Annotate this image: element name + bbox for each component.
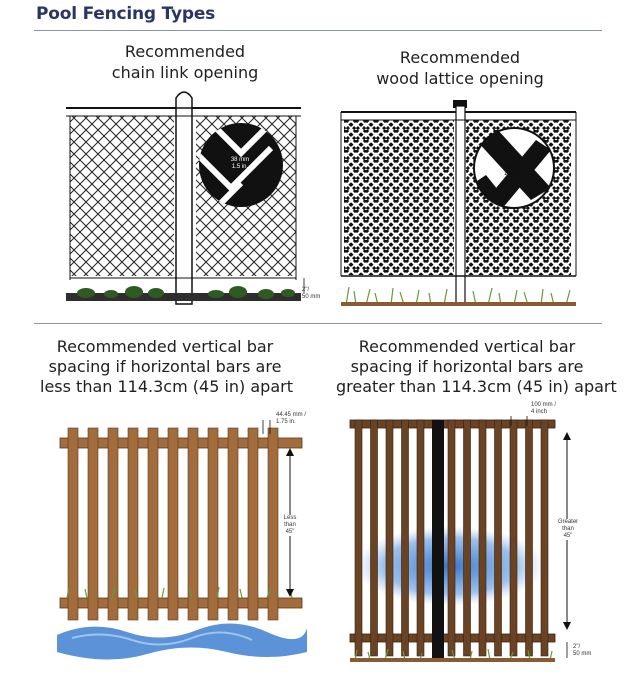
top-rail	[59, 437, 303, 449]
opening-magnifier	[199, 123, 283, 207]
vertical-greater-spacing-label: 100 mm / 4 inch	[531, 402, 557, 415]
grass	[345, 286, 571, 306]
vertical-bar-greater-illustration	[349, 416, 571, 662]
fence-picket	[147, 427, 159, 621]
ground	[66, 293, 301, 301]
vertical-pickets	[67, 427, 279, 621]
fence-picket	[187, 427, 199, 621]
fence-post	[432, 420, 444, 660]
fence-picket	[525, 419, 533, 657]
fence-picket	[354, 419, 363, 657]
grass	[354, 648, 553, 661]
page-title: Pool Fencing Types	[36, 4, 216, 24]
fence-picket	[227, 427, 239, 621]
wood-lattice-fence-illustration	[340, 100, 577, 306]
water-waves	[57, 623, 307, 660]
shrubs	[77, 286, 295, 299]
fence-picket	[447, 419, 456, 657]
post-cap	[175, 91, 193, 108]
chain-link-opening-label: 38 mm 1.5 in.	[230, 157, 250, 170]
fence-post	[175, 107, 193, 305]
fence-picket	[540, 419, 549, 657]
vertical-less-caption: Recommended vertical bar spacing if hori…	[40, 337, 293, 396]
fence-picket	[167, 427, 179, 621]
vertical-greater-height-label: Greater than 45"	[555, 519, 581, 540]
vertical-less-spacing-label: 44.45 mm / 1.75 in.	[276, 412, 307, 425]
fence-picket	[370, 419, 378, 657]
chain-link-gap-label: 2"/ 50 mm	[302, 287, 321, 300]
fence-picket	[385, 419, 394, 657]
row-divider	[34, 323, 602, 324]
lattice-left	[344, 120, 454, 275]
fence-picket	[494, 419, 502, 657]
fence-picket	[401, 419, 409, 657]
fence-picket	[463, 419, 471, 657]
chain-link-mesh-left	[70, 116, 174, 276]
vertical-greater-caption: Recommended vertical bar spacing if hori…	[336, 337, 617, 396]
chain-link-fence-illustration	[66, 91, 305, 305]
bottom-rail	[59, 597, 303, 609]
vertical-bar-less-illustration	[57, 420, 307, 660]
fence-picket	[478, 419, 487, 657]
wood-lattice-opening-label: 38 mm 1.5 in.	[502, 164, 522, 177]
fence-picket	[416, 419, 425, 657]
wood-lattice-caption: Recommended wood lattice opening	[376, 48, 544, 88]
fence-picket	[207, 427, 219, 621]
fence-post	[455, 105, 466, 305]
title-divider	[34, 30, 602, 31]
fence-picket	[107, 427, 119, 621]
fence-picket	[67, 427, 79, 621]
vertical-less-height-label: Less than 45"	[279, 515, 301, 536]
fence-picket	[87, 427, 99, 621]
fence-picket	[127, 427, 139, 621]
vertical-pickets	[354, 419, 549, 657]
post-cap	[453, 100, 467, 108]
fence-picket	[267, 427, 279, 621]
chain-link-caption: Recommended chain link opening	[111, 42, 259, 82]
fence-picket	[247, 427, 259, 621]
grass	[66, 586, 293, 599]
fence-picket	[509, 419, 518, 657]
vertical-greater-gap-label: 2"/ 50 mm	[573, 644, 592, 657]
